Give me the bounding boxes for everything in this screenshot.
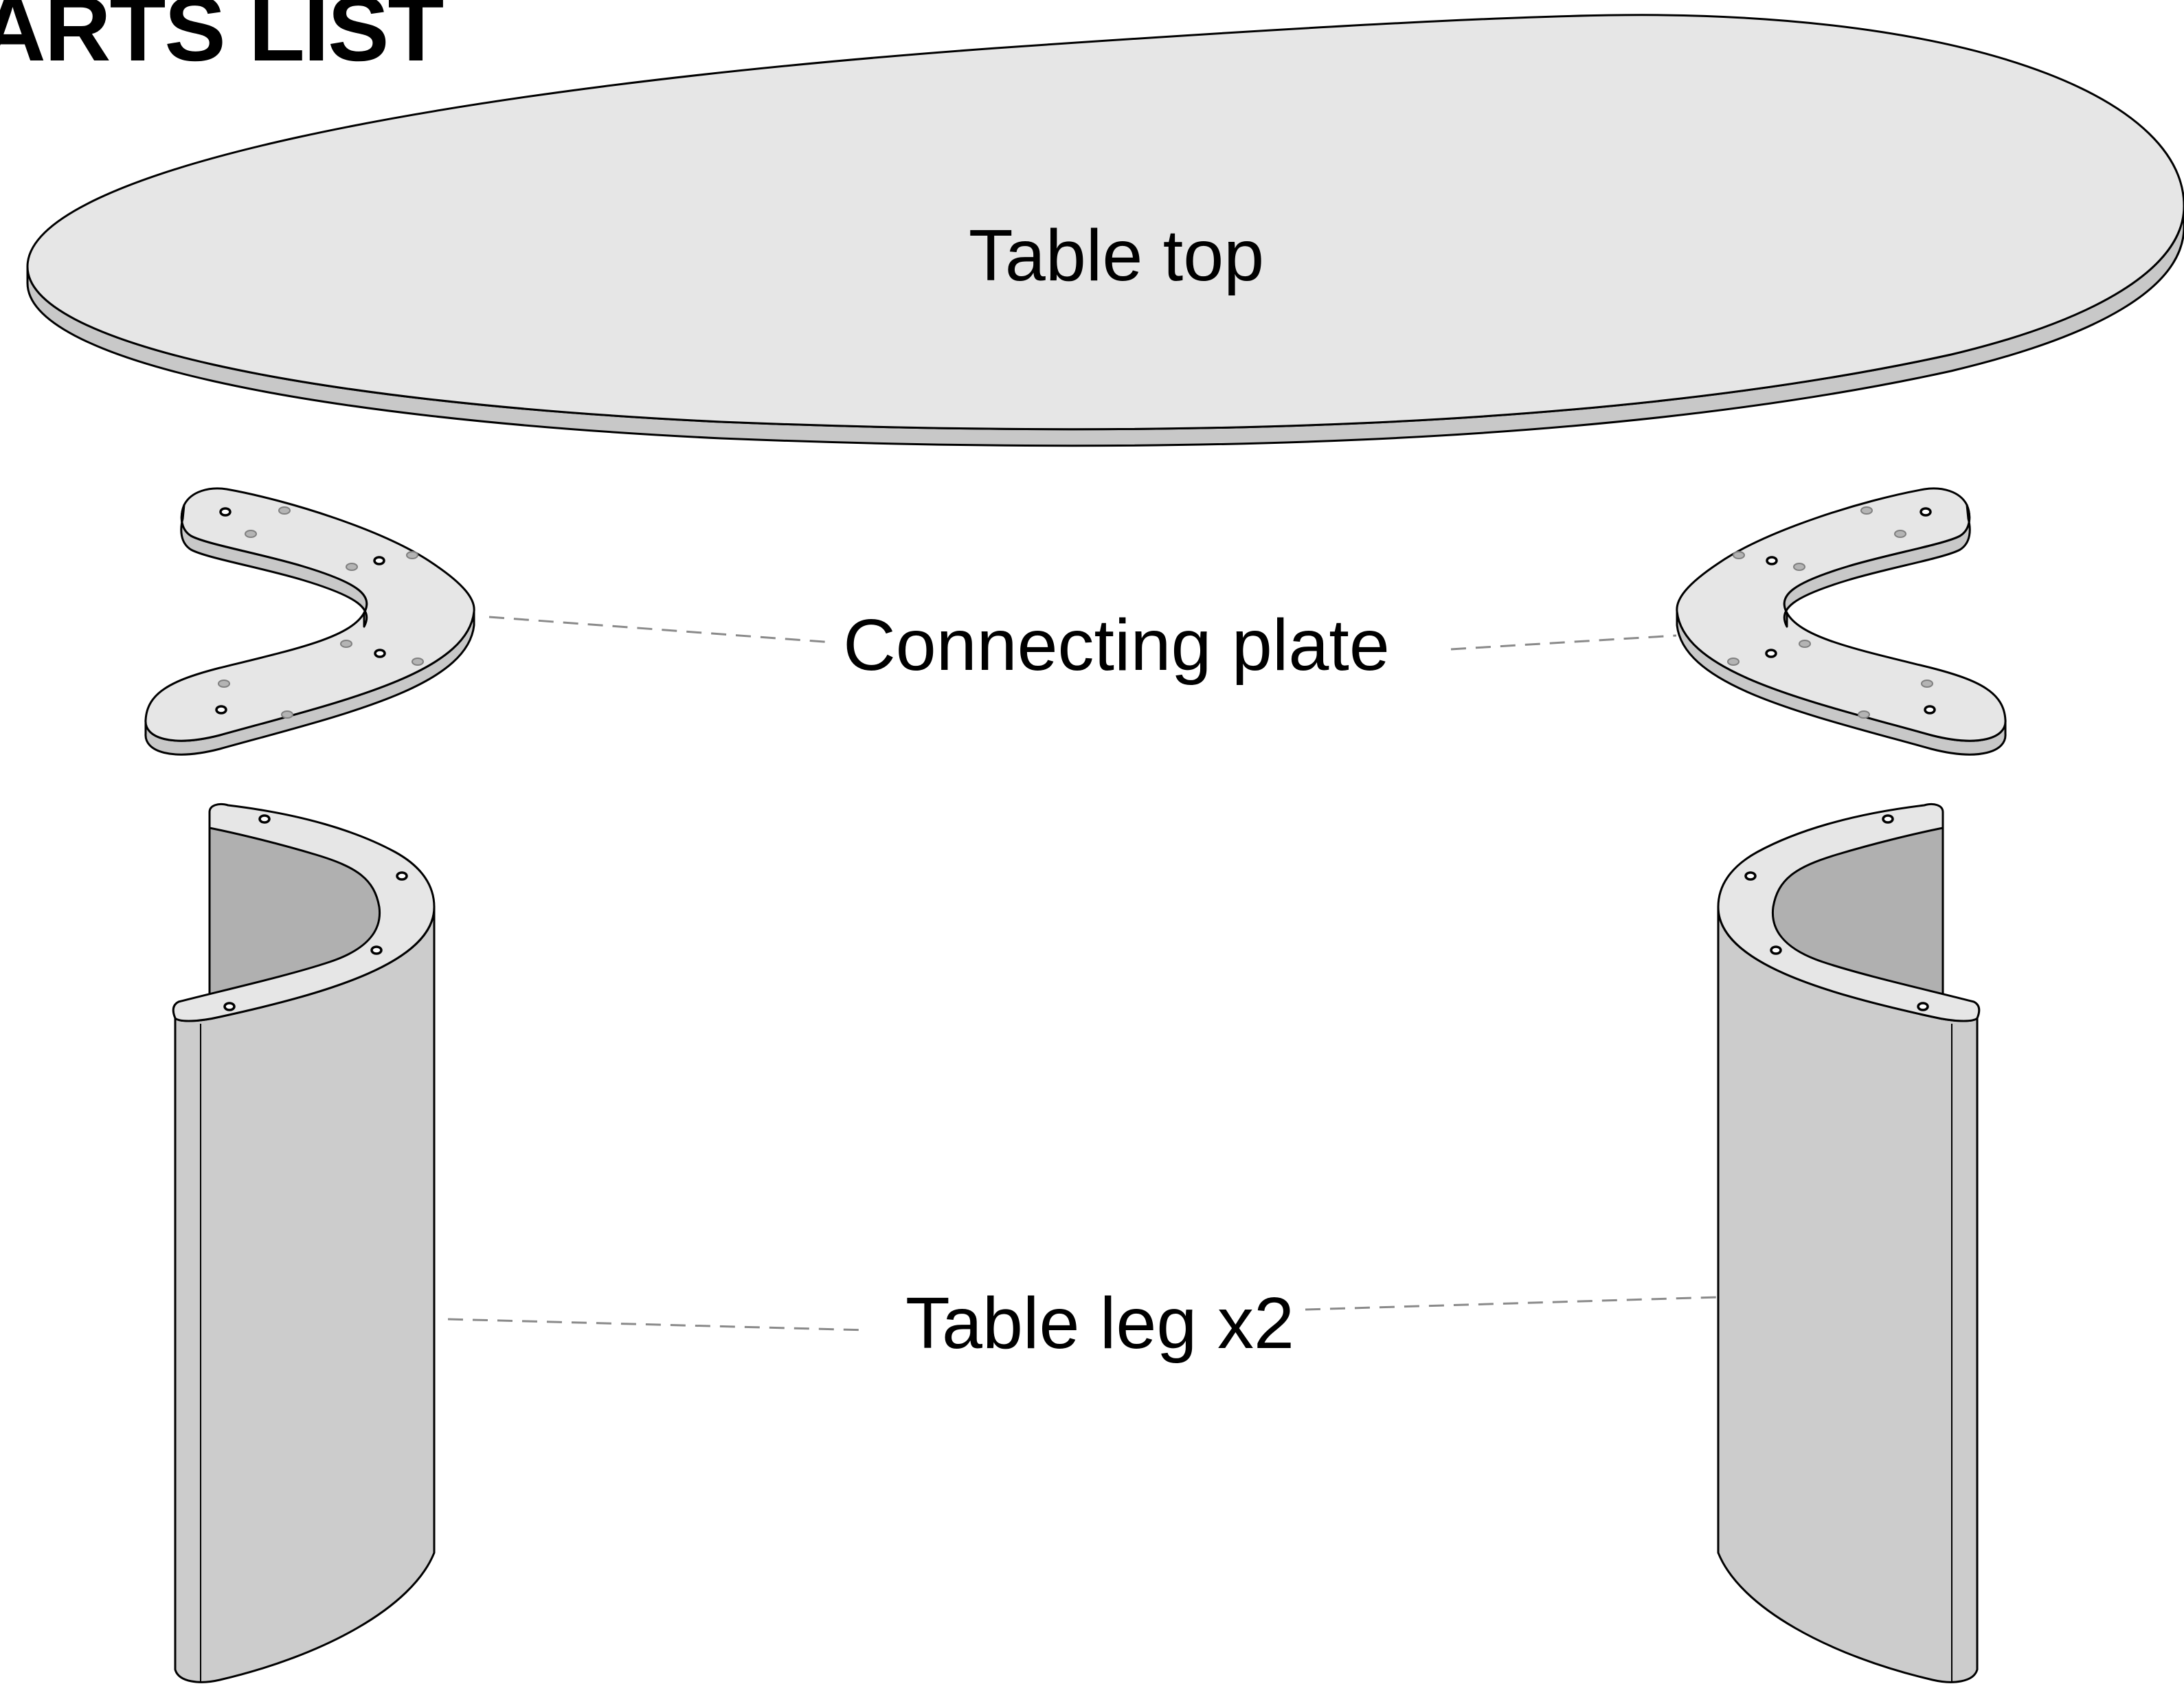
connecting-plate-left-side [180,504,368,628]
table-leg-right-body [1717,906,1979,1683]
connecting-plate-label: Connecting plate [843,605,1390,686]
connecting-plate-right-side [1783,504,1971,628]
page-title: ARTS LIST [0,0,443,80]
connecting-plate-left-surface [144,487,475,742]
connecting-plate-right [1676,487,2007,756]
connecting-plate-right-surface [1676,487,2007,742]
table-top-surface [26,14,2184,431]
connecting-plate-left [144,487,475,756]
table-top-label: Table top [969,215,1264,296]
table-leg-quantity: x2 [1217,1283,1294,1364]
table-leg-left-top-rim [172,802,436,1022]
table-top: Table top [26,14,2184,447]
connecting-plate-leader-right [1450,634,1677,651]
table-leg-left-body [174,906,436,1683]
table-leg-right-top-rim [1717,802,1981,1022]
table-leg-right [1717,802,1981,1683]
table-leg-left [172,802,436,1683]
table-leg-leader-left [447,1318,868,1332]
table-leg-leader-right [1305,1296,1718,1311]
table-leg-label: Table leg [905,1283,1197,1364]
connecting-plate-leader-left [488,616,833,644]
